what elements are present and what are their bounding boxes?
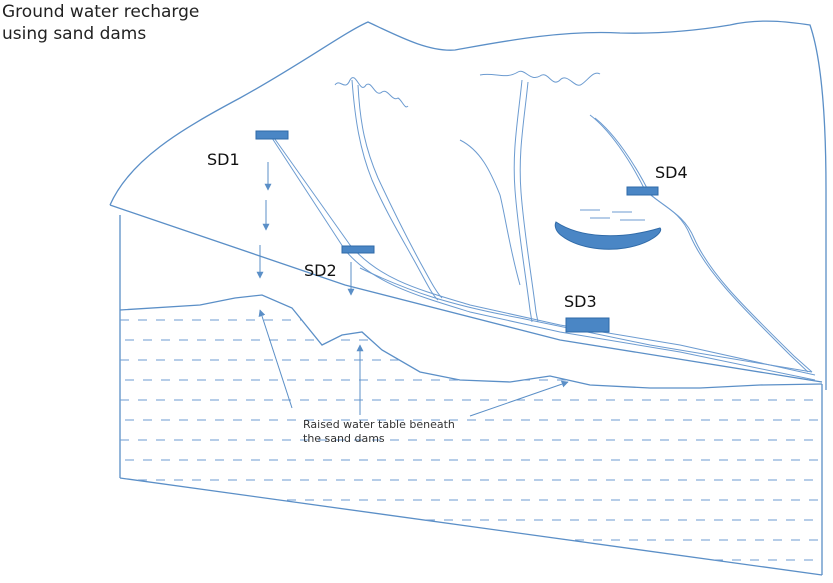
sand-dam-sd1	[255, 130, 289, 140]
block-base-edge	[119, 477, 823, 576]
main-river-upper	[271, 134, 816, 376]
mountain-outline	[109, 20, 827, 390]
label-sd1: SD1	[207, 150, 240, 169]
sand-dam-sd2	[341, 245, 375, 254]
title-line-2: using sand dams	[2, 24, 147, 44]
tributary-side	[459, 139, 521, 286]
water-table-line	[119, 294, 823, 389]
pond-ripples	[580, 209, 645, 221]
main-river-lower	[271, 137, 816, 381]
main-river-bed	[359, 267, 813, 373]
tributary-right-b	[594, 117, 813, 373]
sand-dam-sd4	[626, 186, 659, 196]
ground-surface-line	[109, 204, 823, 383]
label-sd3: SD3	[564, 292, 597, 311]
tributary-center-a	[513, 79, 533, 323]
tributary-left-source	[334, 77, 409, 108]
tributary-right-a	[589, 114, 809, 373]
tributary-left-b	[357, 84, 443, 299]
annotation-line-1: Raised water table beneath	[303, 418, 455, 431]
pointer-arrow-3	[469, 380, 569, 417]
label-sd2: SD2	[304, 261, 337, 280]
pond	[554, 221, 662, 250]
annotation-line-2: the sand dams	[303, 432, 385, 445]
tributary-left-a	[351, 79, 439, 301]
diagram-title: Ground water recharge using sand dams	[2, 1, 199, 45]
title-line-1: Ground water recharge	[2, 2, 200, 22]
pointer-arrow-1	[258, 309, 293, 409]
tributary-center-source	[479, 70, 601, 86]
label-sd4: SD4	[655, 163, 688, 182]
sand-dam-sd3	[565, 317, 610, 333]
annotation-raised-water-table: Raised water table beneath the sand dams	[303, 418, 503, 446]
tributary-center-b	[519, 81, 539, 323]
